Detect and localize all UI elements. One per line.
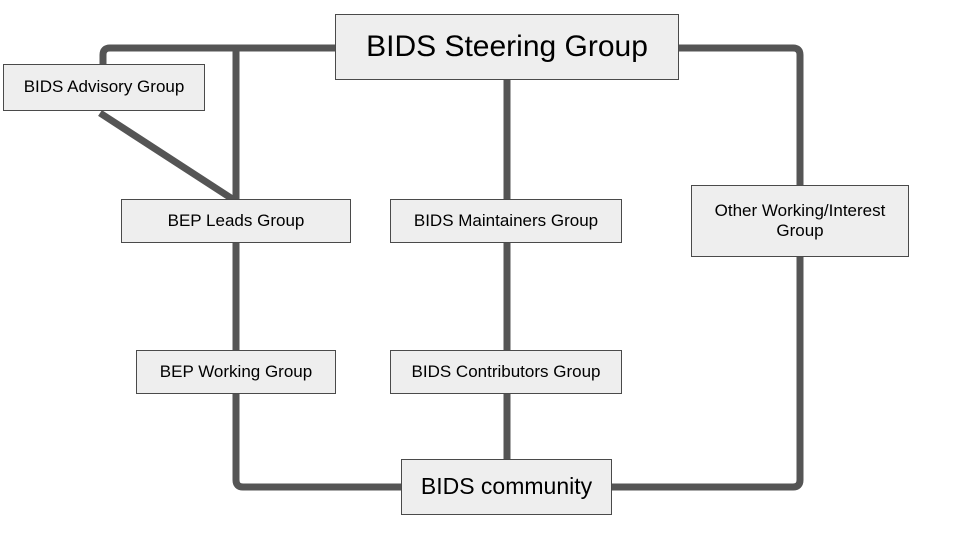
node-label: BIDS Maintainers Group [413,210,599,230]
node-bids-advisory-group[interactable]: BIDS Advisory Group [3,64,205,111]
node-label: Other Working/Interest Group [714,200,886,240]
node-bids-contributors-group[interactable]: BIDS Contributors Group [390,350,622,394]
node-label: BEP Leads Group [167,210,305,230]
edge-steering-advisory [99,44,335,66]
node-bids-community[interactable]: BIDS community [401,459,612,515]
node-bep-leads-group[interactable]: BEP Leads Group [121,199,351,243]
node-bids-steering-group[interactable]: BIDS Steering Group [335,14,679,80]
edge-steering-other [679,44,804,187]
node-label: BEP Working Group [159,361,313,381]
node-label: BIDS Advisory Group [23,77,185,97]
node-bep-working-group[interactable]: BEP Working Group [136,350,336,394]
node-other-working-interest-group[interactable]: Other Working/Interest Group [691,185,909,257]
edge-advisory-bep-leads [98,110,236,203]
node-label: BIDS Contributors Group [411,361,601,381]
node-bids-maintainers-group[interactable]: BIDS Maintainers Group [390,199,622,243]
edge-bep-working-community [232,392,403,491]
edge-other-community [610,257,804,491]
node-label: BIDS Steering Group [366,30,648,64]
node-label: BIDS community [420,473,593,500]
